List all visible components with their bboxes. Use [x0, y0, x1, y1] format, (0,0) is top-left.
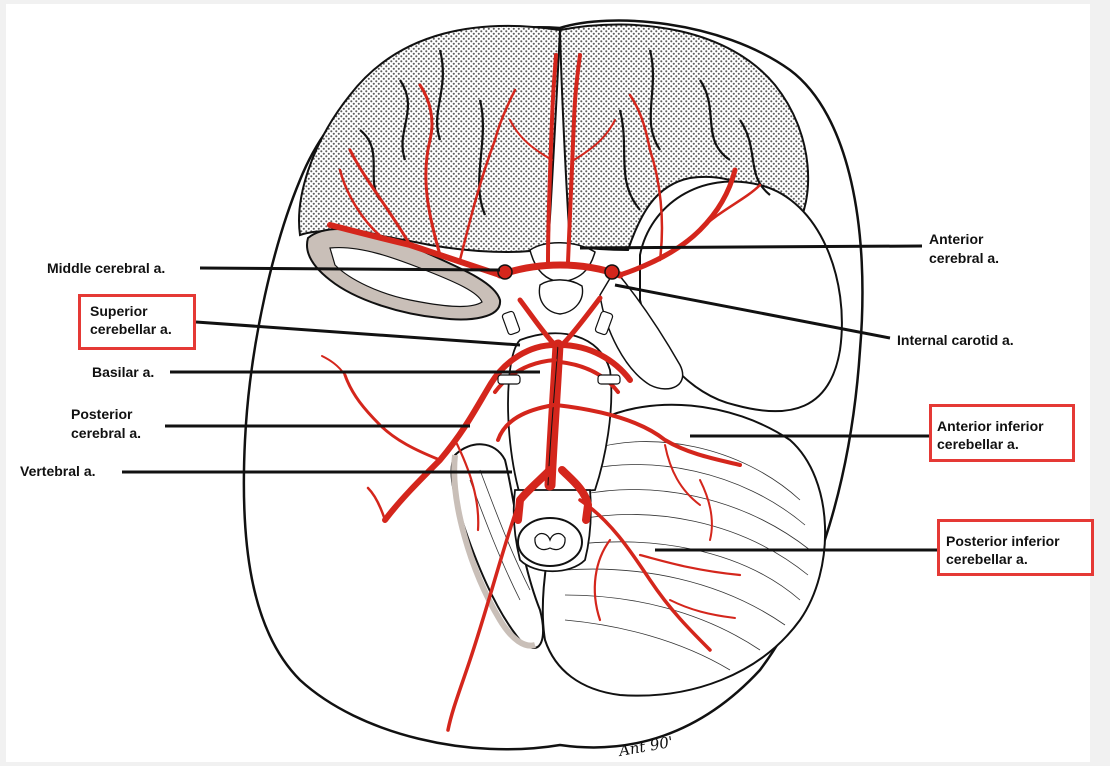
- label-box-aica: Anterior inferior cerebellar a.: [929, 404, 1075, 462]
- label-anterior-cerebral-line1: Anterior: [929, 231, 984, 247]
- right-ica-stump: [604, 264, 620, 280]
- left-temporal-cut-inner: [329, 246, 483, 308]
- label-anterior-cerebral-line2: cerebral a.: [929, 250, 1000, 266]
- label-superior-cerebellar-line2: cerebellar a.: [90, 321, 172, 337]
- cranial-nerve-stubs: [497, 310, 621, 385]
- label-posterior-cerebral-line1: Posterior: [71, 406, 133, 422]
- label-middle-cerebral: Middle cerebral a.: [47, 260, 166, 276]
- mammillary-bodies: [538, 279, 584, 315]
- pons: [507, 332, 613, 496]
- frontal-sulci: [359, 49, 771, 216]
- cord-grey-matter: [534, 532, 566, 551]
- arterial-tree: [321, 53, 762, 732]
- label-aica-line2: cerebellar a.: [937, 436, 1019, 452]
- label-pica-line2: cerebellar a.: [946, 551, 1028, 567]
- label-vertebral: Vertebral a.: [20, 463, 96, 479]
- label-box-superior-cerebellar: Superior cerebellar a.: [78, 294, 196, 350]
- leader-superior-cerebellar: [195, 320, 521, 347]
- label-posterior-cerebral-line2: cerebral a.: [71, 425, 142, 441]
- right-temporal-pole: [599, 268, 684, 390]
- left-ica-stump: [497, 264, 513, 280]
- label-pica-line1: Posterior inferior: [946, 533, 1060, 549]
- label-superior-cerebellar-line1: Superior: [90, 303, 148, 319]
- label-box-pica: Posterior inferior cerebellar a.: [937, 519, 1094, 576]
- label-basilar: Basilar a.: [92, 364, 155, 380]
- label-leader-lines: [122, 244, 940, 552]
- label-internal-carotid: Internal carotid a.: [897, 332, 1014, 348]
- leader-middle-cerebral: [199, 266, 501, 272]
- leader-internal-carotid: [614, 283, 891, 340]
- leader-anterior-cerebral: [579, 244, 923, 250]
- label-aica-line1: Anterior inferior: [937, 418, 1044, 434]
